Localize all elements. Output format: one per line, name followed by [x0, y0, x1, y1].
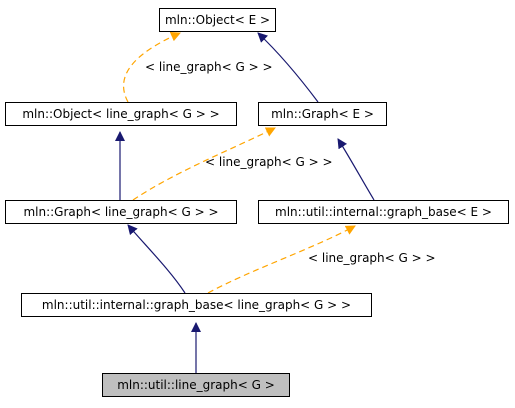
edge-label-graph-template: < line_graph< G > > — [205, 155, 333, 169]
node-line-graph: mln::util::line_graph< G > — [102, 373, 290, 397]
node-object-e[interactable]: mln::Object< E > — [159, 8, 276, 32]
edge-graph-lg-template — [132, 127, 276, 201]
edge-label-graph-base-template: < line_graph< G > > — [308, 251, 436, 265]
node-graph-base-e[interactable]: mln::util::internal::graph_base< E > — [258, 200, 509, 224]
edge-graph-base-lg-to-graph-lg — [127, 224, 186, 294]
edge-object-lg-template — [123, 32, 181, 103]
node-graph-e[interactable]: mln::Graph< E > — [258, 102, 387, 126]
node-object-line-graph[interactable]: mln::Object< line_graph< G > > — [5, 102, 237, 126]
edge-label-object-template: < line_graph< G > > — [145, 60, 273, 74]
node-graph-base-line-graph[interactable]: mln::util::internal::graph_base< line_gr… — [21, 293, 372, 317]
edge-graph-base-lg-template — [207, 225, 356, 294]
node-graph-line-graph[interactable]: mln::Graph< line_graph< G > > — [5, 200, 237, 224]
edge-graph-base-e-to-graph-e — [337, 138, 375, 201]
edge-graph-e-to-object-e — [257, 32, 319, 103]
